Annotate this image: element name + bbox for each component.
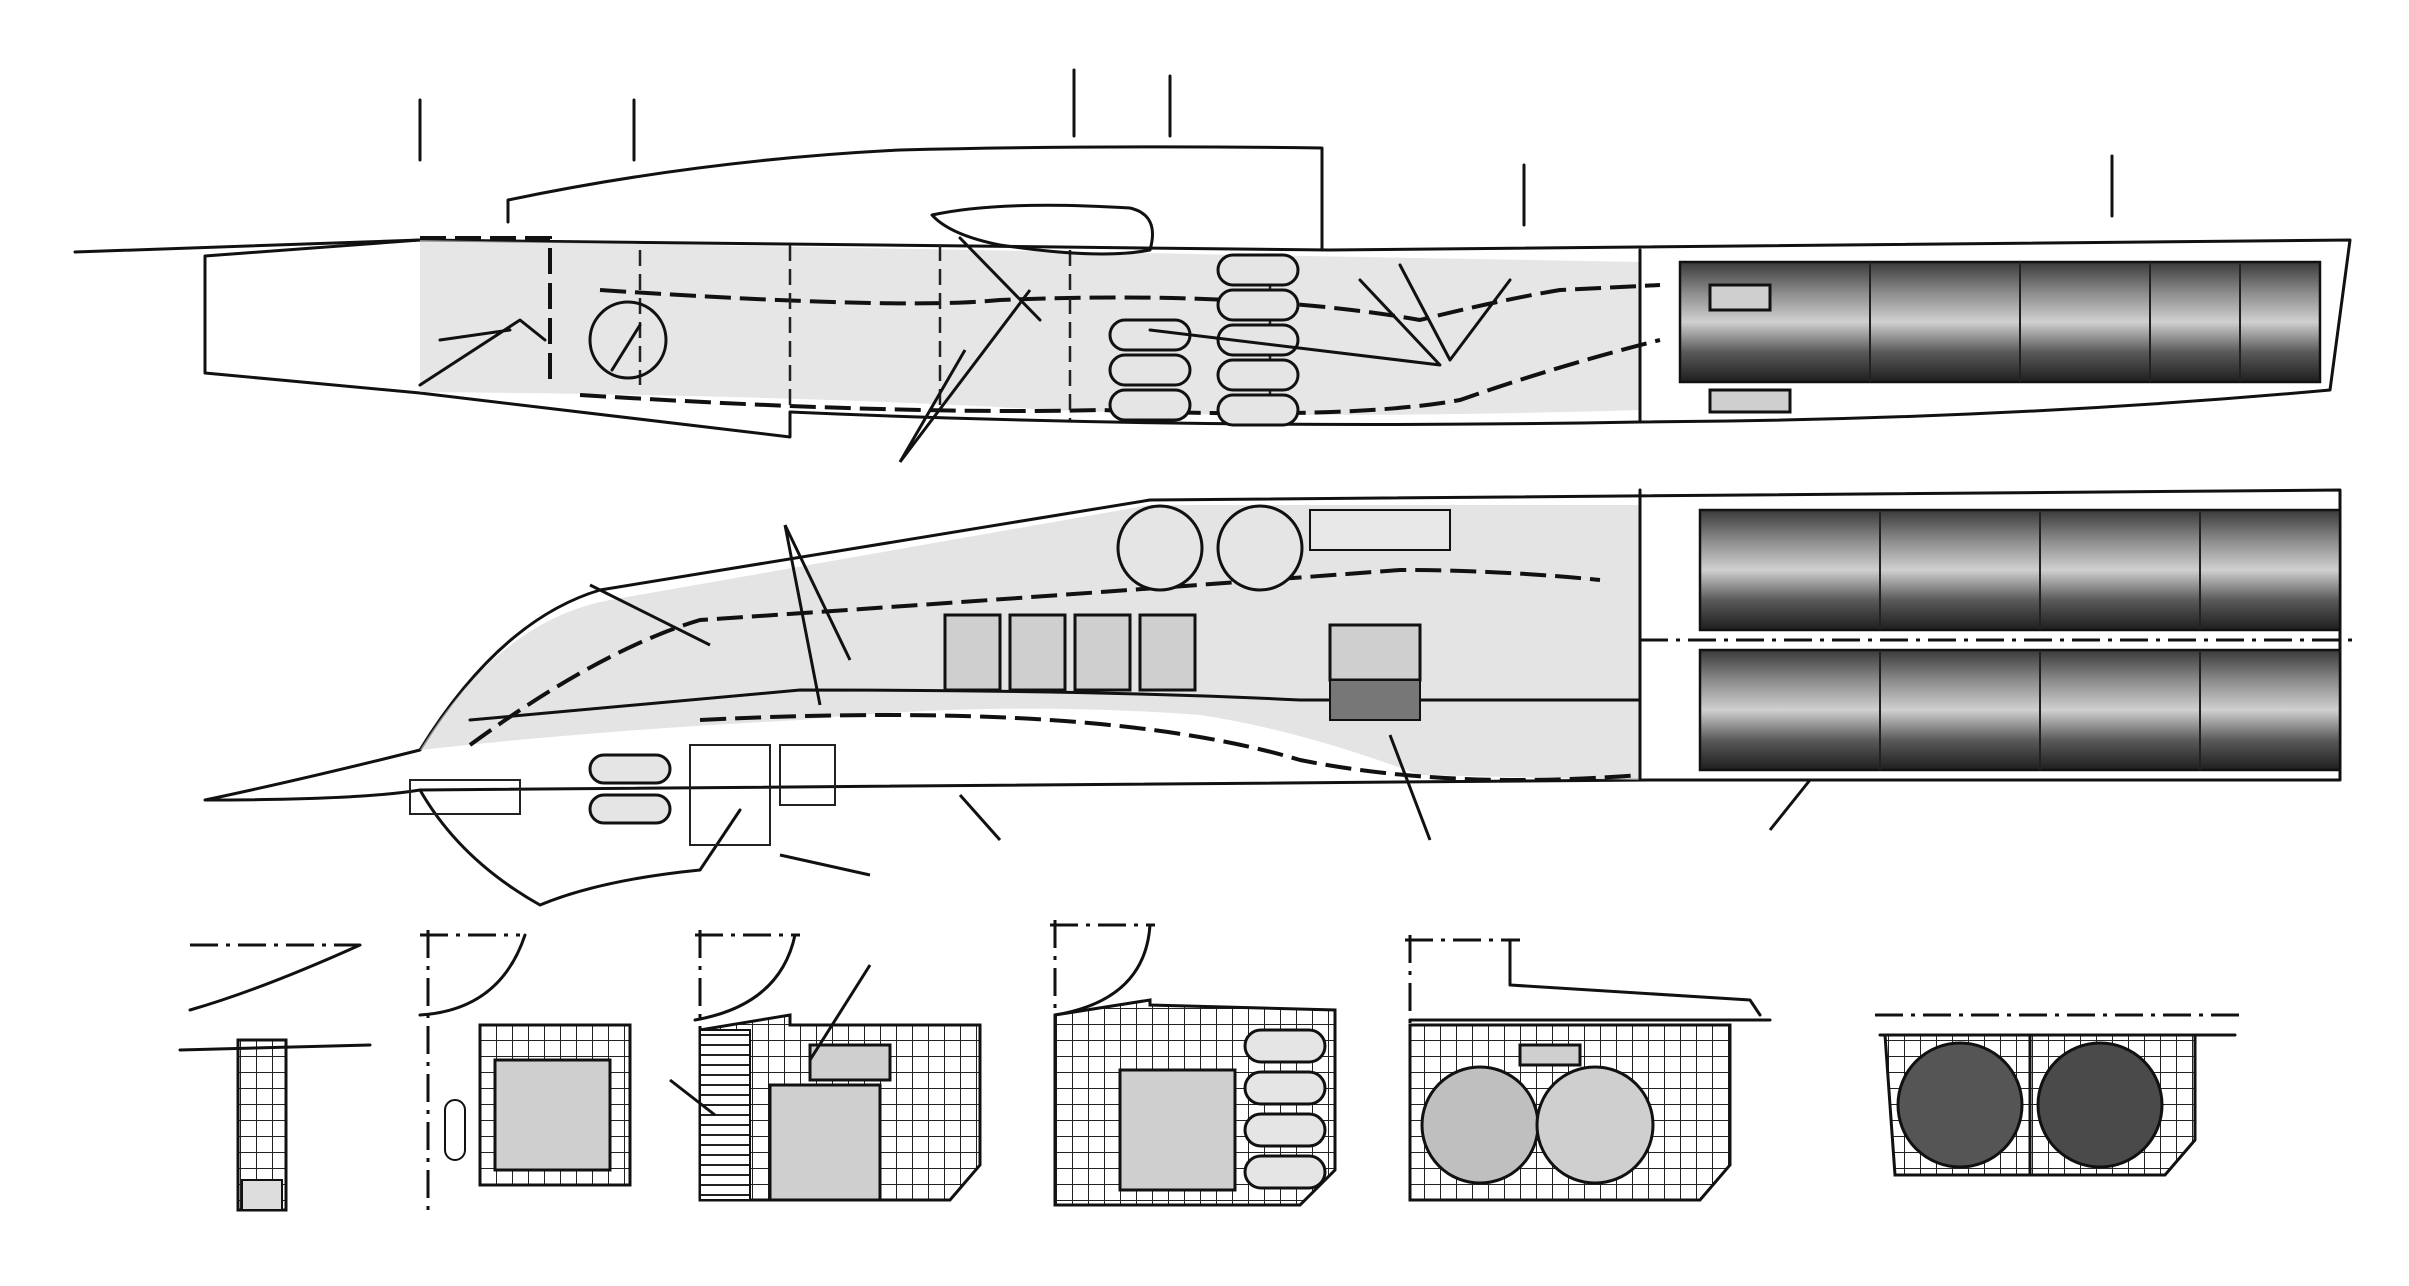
plan-dashed-lower xyxy=(699,713,1641,782)
pitot-probe xyxy=(73,238,422,254)
plan-round-tank-1 xyxy=(1116,504,1204,592)
lower-dashed-line xyxy=(579,338,1661,416)
inner-structure-dashed xyxy=(420,236,1661,380)
cross-section-2 xyxy=(418,930,632,1210)
cross-section-3 xyxy=(669,930,982,1205)
engines-plan xyxy=(1698,508,2342,772)
leader-lines-side xyxy=(898,289,1032,463)
engines-side xyxy=(1678,260,2322,414)
cross-section-5 xyxy=(1405,935,1772,1202)
equipment-bays-plan xyxy=(943,613,1422,721)
dorsal-fairing xyxy=(506,145,1324,252)
station-marks xyxy=(418,68,2114,227)
nose-equipment-plan xyxy=(409,744,836,846)
fuel-tank-region-side xyxy=(420,240,1640,415)
plan-gun-pod xyxy=(1309,509,1451,551)
cross-section-4 xyxy=(1050,920,1337,1207)
lower-fairing-plan xyxy=(418,788,742,907)
plan-dashed-upper xyxy=(468,567,1601,747)
side-elevation xyxy=(73,68,2352,463)
cross-sections xyxy=(178,920,2240,1212)
cross-section-1 xyxy=(178,943,372,1212)
nose-wheel xyxy=(588,300,668,380)
internal-struts-side xyxy=(958,236,1512,367)
plan-round-tank-2 xyxy=(1216,504,1304,592)
cross-section-6 xyxy=(1875,1013,2240,1177)
frame-dashes xyxy=(638,245,1272,420)
bay-outline xyxy=(930,203,1154,256)
fuselage-outline-side xyxy=(203,238,2352,439)
leader-lines-plan xyxy=(589,524,1812,877)
pill-tanks-side xyxy=(1108,253,1300,427)
nose-wheel-strut xyxy=(610,323,642,372)
fuselage-outline-plan xyxy=(203,488,2342,802)
plan-view xyxy=(203,488,2360,907)
nose-gear-linkage xyxy=(418,318,547,387)
plan-centre-line xyxy=(468,688,1642,722)
